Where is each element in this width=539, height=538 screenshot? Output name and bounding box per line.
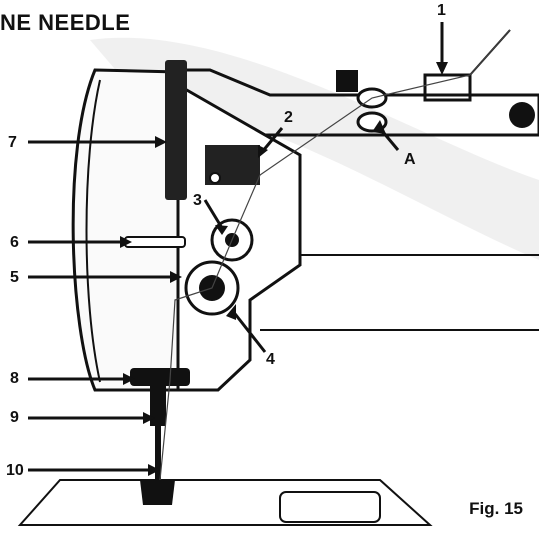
callout-5: 5: [10, 269, 19, 286]
callout-6: 6: [10, 234, 19, 251]
callout-3: 3: [193, 192, 202, 209]
face-plate-inner-edge: [85, 79, 101, 383]
callout-2: 2: [284, 109, 293, 126]
needle-clamp: [130, 368, 190, 386]
callout-A: A: [404, 151, 416, 168]
needle: [155, 426, 161, 486]
small-block-top: [336, 70, 358, 92]
callout-8: 8: [10, 370, 19, 387]
thread-guide-6: [124, 236, 186, 248]
machine-bed: [17, 479, 433, 526]
callout-10: 10: [6, 462, 24, 479]
callout-9: 9: [10, 409, 19, 426]
figure-label: Fig. 15: [469, 499, 523, 518]
callout-4: 4: [266, 351, 275, 368]
thread-guide-hole: [209, 172, 221, 184]
needle-holder: [150, 386, 166, 426]
needle-bar: [165, 60, 187, 200]
round-cap-right: [509, 102, 535, 128]
presser-foot: [140, 480, 175, 505]
page-title: NE NEEDLE: [0, 10, 131, 35]
spool-pin-1: [423, 73, 472, 102]
callout-1: 1: [437, 2, 446, 19]
background-swoosh: [90, 37, 539, 260]
callout-7: 7: [8, 134, 17, 151]
slide-plate: [279, 491, 381, 523]
face-plate: [71, 68, 180, 392]
thread-path: [159, 29, 511, 481]
